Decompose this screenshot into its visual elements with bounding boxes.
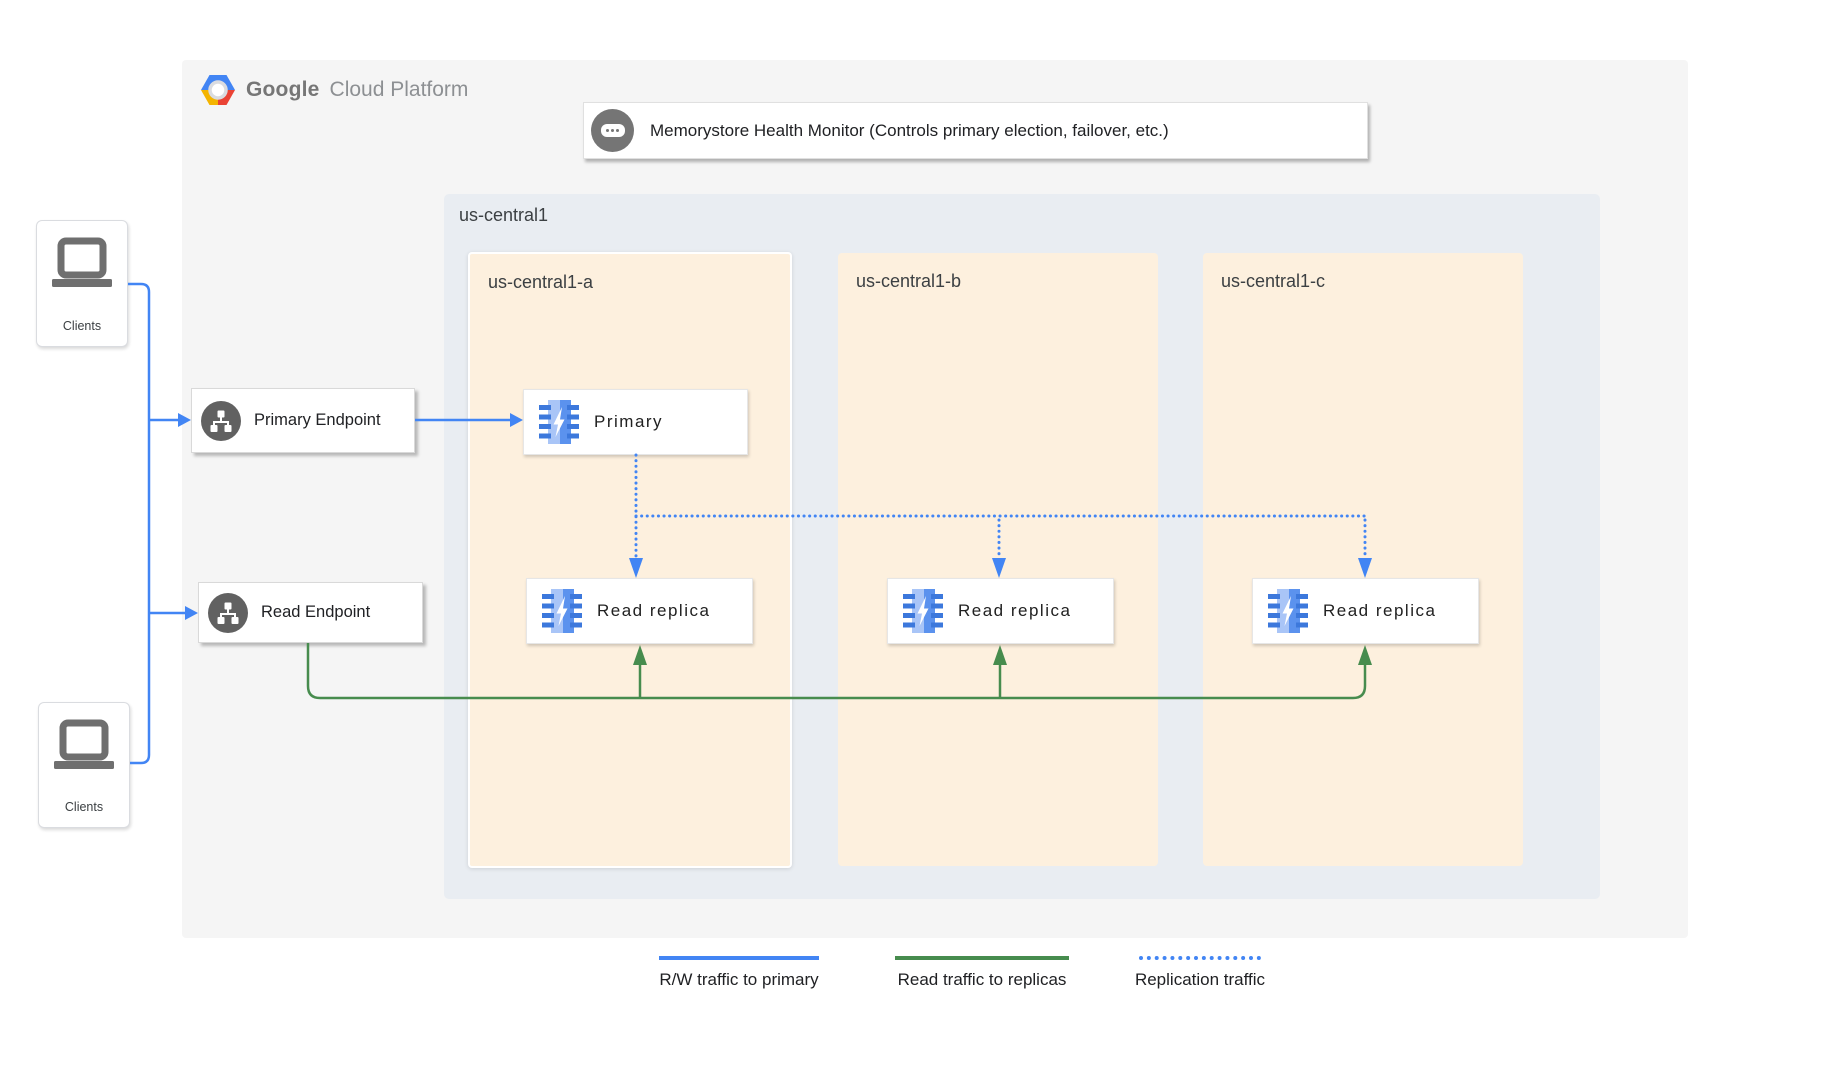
legend-item-replication-traffic: Replication traffic	[1135, 956, 1265, 989]
primary-node-box: Primary	[523, 389, 748, 455]
primary-endpoint-label: Primary Endpoint	[254, 411, 381, 429]
health-monitor-label: Memorystore Health Monitor (Controls pri…	[650, 120, 1169, 140]
network-hub-icon	[201, 400, 241, 441]
legend-line-dotted	[1139, 956, 1261, 960]
gcp-logo: Google Cloud Platform	[198, 70, 468, 110]
read-endpoint-box: Read Endpoint	[198, 582, 423, 643]
chat-ellipsis-icon	[591, 109, 634, 152]
replica-c-label: Read replica	[1323, 601, 1437, 620]
primary-node-label: Primary	[594, 412, 664, 431]
zone-a-label: us-central1-a	[488, 272, 594, 292]
zone-b-label: us-central1-b	[856, 271, 962, 291]
memorystore-icon	[1268, 589, 1308, 633]
legend-item-read-traffic: Read traffic to replicas	[895, 956, 1069, 989]
legend-item-rw-traffic: R/W traffic to primary	[659, 956, 819, 989]
memorystore-icon	[903, 589, 943, 633]
replica-b-label: Read replica	[958, 601, 1072, 620]
memorystore-icon	[539, 400, 579, 444]
laptop-icon	[54, 719, 114, 769]
read-replica-b-box: Read replica	[887, 578, 1114, 644]
zone-us-central1-b: us-central1-b	[838, 253, 1158, 866]
legend-line-blue	[659, 956, 819, 960]
network-hub-icon	[208, 592, 248, 633]
clients-box-bottom: Clients	[38, 702, 130, 828]
clients-label: Clients	[64, 800, 104, 814]
region-label: us-central1	[459, 205, 549, 225]
laptop-icon	[52, 237, 112, 287]
gcp-hexagon-icon	[201, 75, 235, 105]
zone-c-label: us-central1-c	[1221, 271, 1326, 291]
primary-endpoint-box: Primary Endpoint	[191, 388, 415, 453]
clients-label: Clients	[62, 319, 102, 333]
legend-label-rw: R/W traffic to primary	[659, 970, 819, 989]
client-traffic-line	[128, 282, 151, 765]
health-monitor-box: Memorystore Health Monitor (Controls pri…	[583, 102, 1368, 159]
replica-a-label: Read replica	[597, 601, 711, 620]
clients-box-top: Clients	[36, 220, 128, 347]
read-replica-c-box: Read replica	[1252, 578, 1479, 644]
legend-line-green	[895, 956, 1069, 960]
memorystore-icon	[542, 589, 582, 633]
region-us-central1: us-central1 us-central1-a us-central1-b …	[444, 194, 1600, 899]
zone-us-central1-a: us-central1-a	[468, 252, 792, 868]
logo-product-text: Cloud Platform	[329, 78, 469, 101]
legend-label-replication: Replication traffic	[1134, 970, 1266, 989]
read-replica-a-box: Read replica	[526, 578, 753, 644]
logo-brand-text: Google	[246, 78, 320, 101]
read-endpoint-label: Read Endpoint	[261, 603, 371, 621]
zone-us-central1-c: us-central1-c	[1203, 253, 1523, 866]
legend-label-read: Read traffic to replicas	[897, 970, 1067, 989]
